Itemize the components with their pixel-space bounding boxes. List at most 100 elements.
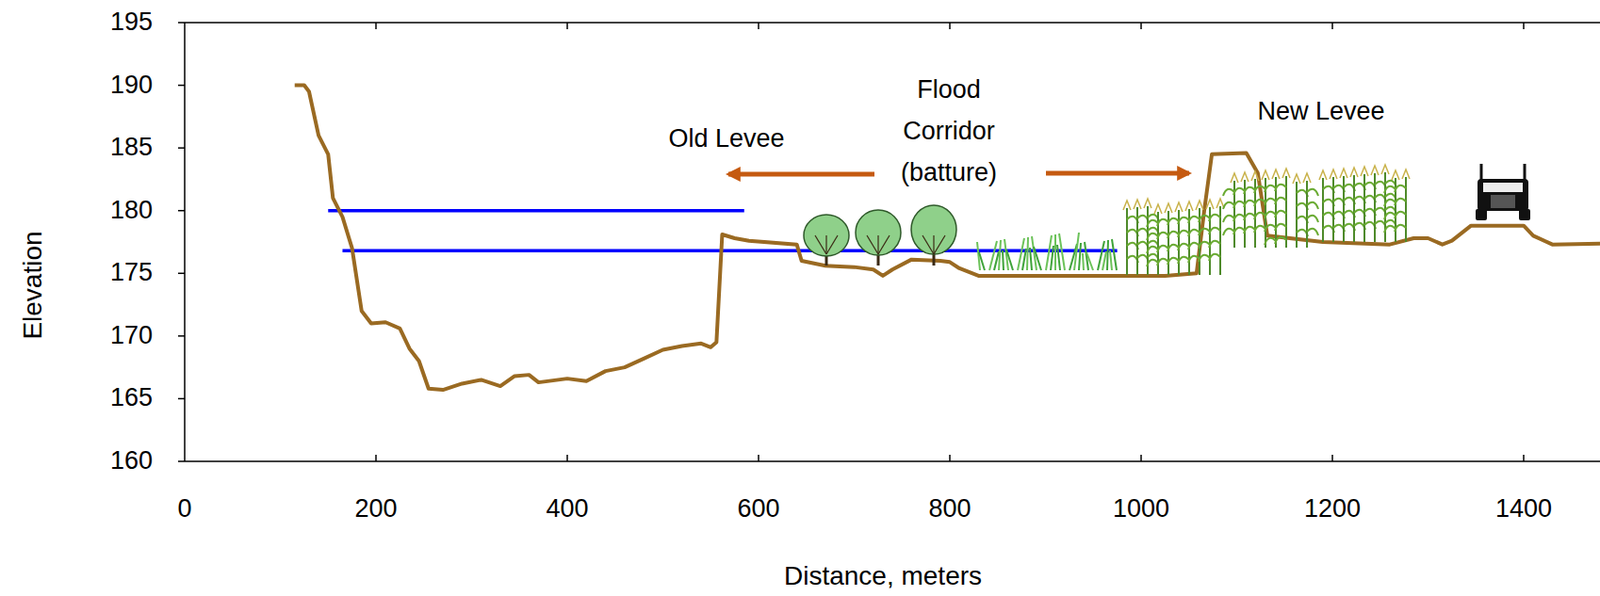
x-tick-label: 1200: [1304, 494, 1361, 524]
corn-leaf: [1306, 189, 1319, 196]
corn-leaf: [1243, 200, 1256, 208]
grass-blade: [1057, 244, 1061, 271]
corn-leaf: [1157, 232, 1169, 240]
grass-blade: [1027, 237, 1029, 271]
tree: [803, 214, 849, 266]
x-tick-label: 600: [736, 494, 780, 524]
corn-tassel: [1282, 168, 1290, 179]
corn-tassel: [1261, 170, 1270, 180]
corn-leaf: [1264, 212, 1276, 219]
corn-field: [1123, 164, 1410, 276]
corn-leaf: [1157, 219, 1169, 227]
x-tick-label: 200: [354, 494, 397, 524]
corn-tassel: [1251, 171, 1259, 181]
y-tick: [178, 273, 185, 276]
corn-leaf: [1198, 215, 1210, 223]
corn-tassel: [1195, 200, 1204, 211]
corn-leaf: [1254, 226, 1266, 233]
truck-stack: [1523, 163, 1527, 181]
grass-blade: [1086, 252, 1094, 271]
x-tick-label: 800: [928, 494, 971, 524]
trees: [803, 205, 957, 266]
corn-tassel: [1371, 165, 1379, 176]
y-axis-line: [183, 22, 186, 462]
corn-leaf: [1264, 225, 1276, 232]
corn-leaf: [1306, 215, 1319, 223]
corn-leaf: [1384, 199, 1396, 207]
truck-cab: [1477, 179, 1529, 212]
y-tick: [178, 460, 185, 463]
x-tick: [1331, 22, 1334, 30]
corn-leaf: [1306, 228, 1319, 236]
corn-tassel: [1391, 170, 1400, 180]
tree-branch: [922, 235, 934, 255]
truck-windshield: [1483, 182, 1523, 193]
y-tick-label: 175: [110, 259, 153, 289]
corn-leaf: [1177, 244, 1190, 251]
x-tick: [1331, 455, 1334, 462]
tree-canopy: [803, 214, 849, 257]
x-tick: [1522, 22, 1525, 30]
x-tick: [948, 22, 951, 30]
annotation-label: New Levee: [1257, 97, 1385, 127]
y-tick-label: 185: [110, 133, 153, 164]
grass-blade: [1082, 253, 1084, 271]
x-tick-label: 0: [177, 494, 192, 524]
corn-leaf: [1188, 243, 1200, 250]
x-axis-title: Distance, meters: [783, 561, 982, 592]
corn-tassel: [1123, 200, 1131, 211]
corn-group: [1319, 164, 1410, 243]
corn-leaf: [1254, 212, 1266, 220]
corn-leaf: [1243, 187, 1256, 195]
tree-branch: [878, 235, 890, 255]
tree-canopy: [911, 205, 957, 255]
corn-leaf: [1208, 254, 1221, 262]
corn-leaf: [1254, 186, 1266, 194]
corn-tassel: [1381, 164, 1389, 175]
corn-leaf: [1167, 218, 1179, 226]
x-tick: [948, 455, 951, 462]
grass-blade: [1054, 234, 1057, 271]
corn-leaf: [1243, 213, 1256, 221]
tree-branch: [825, 235, 827, 255]
annotation-label: Old Levee: [668, 124, 784, 154]
corn-leaf: [1146, 260, 1159, 267]
x-axis-line: [184, 460, 1600, 463]
grass-blade: [1029, 247, 1032, 271]
tree: [855, 210, 901, 266]
truck-wheel: [1518, 209, 1531, 221]
high-water-level: [327, 209, 745, 213]
corn-leaf: [1223, 189, 1235, 196]
corn-leaf: [1264, 185, 1276, 193]
corn-leaf: [1188, 216, 1200, 224]
corn-tassel: [1143, 198, 1152, 209]
grass-blade: [1059, 233, 1065, 271]
corn-leaf: [1233, 188, 1245, 196]
x-tick: [757, 455, 760, 462]
corn-tassel: [1303, 173, 1311, 183]
truck-icon: [1475, 163, 1531, 221]
y-tick: [178, 84, 185, 87]
corn-leaf: [1384, 212, 1396, 220]
pointer-arrow: [728, 172, 875, 178]
corn-leaf: [1274, 211, 1287, 218]
grass-blade: [979, 252, 985, 271]
corn-leaf: [1188, 229, 1200, 237]
grass-blade: [1078, 243, 1081, 271]
corn-leaf: [1264, 238, 1276, 245]
corn-leaf: [1306, 202, 1319, 210]
pointer-arrow: [1045, 171, 1190, 177]
grass-blade: [1022, 248, 1027, 271]
tree: [911, 205, 957, 266]
y-tick: [178, 21, 185, 24]
tree-canopy: [855, 210, 901, 256]
corn-leaf: [1274, 197, 1287, 205]
grass-blade: [1074, 232, 1079, 271]
corn-leaf: [1394, 225, 1406, 232]
x-tick: [375, 22, 377, 30]
grass-blade: [1002, 250, 1004, 271]
y-tick-label: 160: [110, 446, 153, 476]
grass-blade: [998, 240, 1001, 271]
corn-leaf: [1394, 198, 1406, 206]
